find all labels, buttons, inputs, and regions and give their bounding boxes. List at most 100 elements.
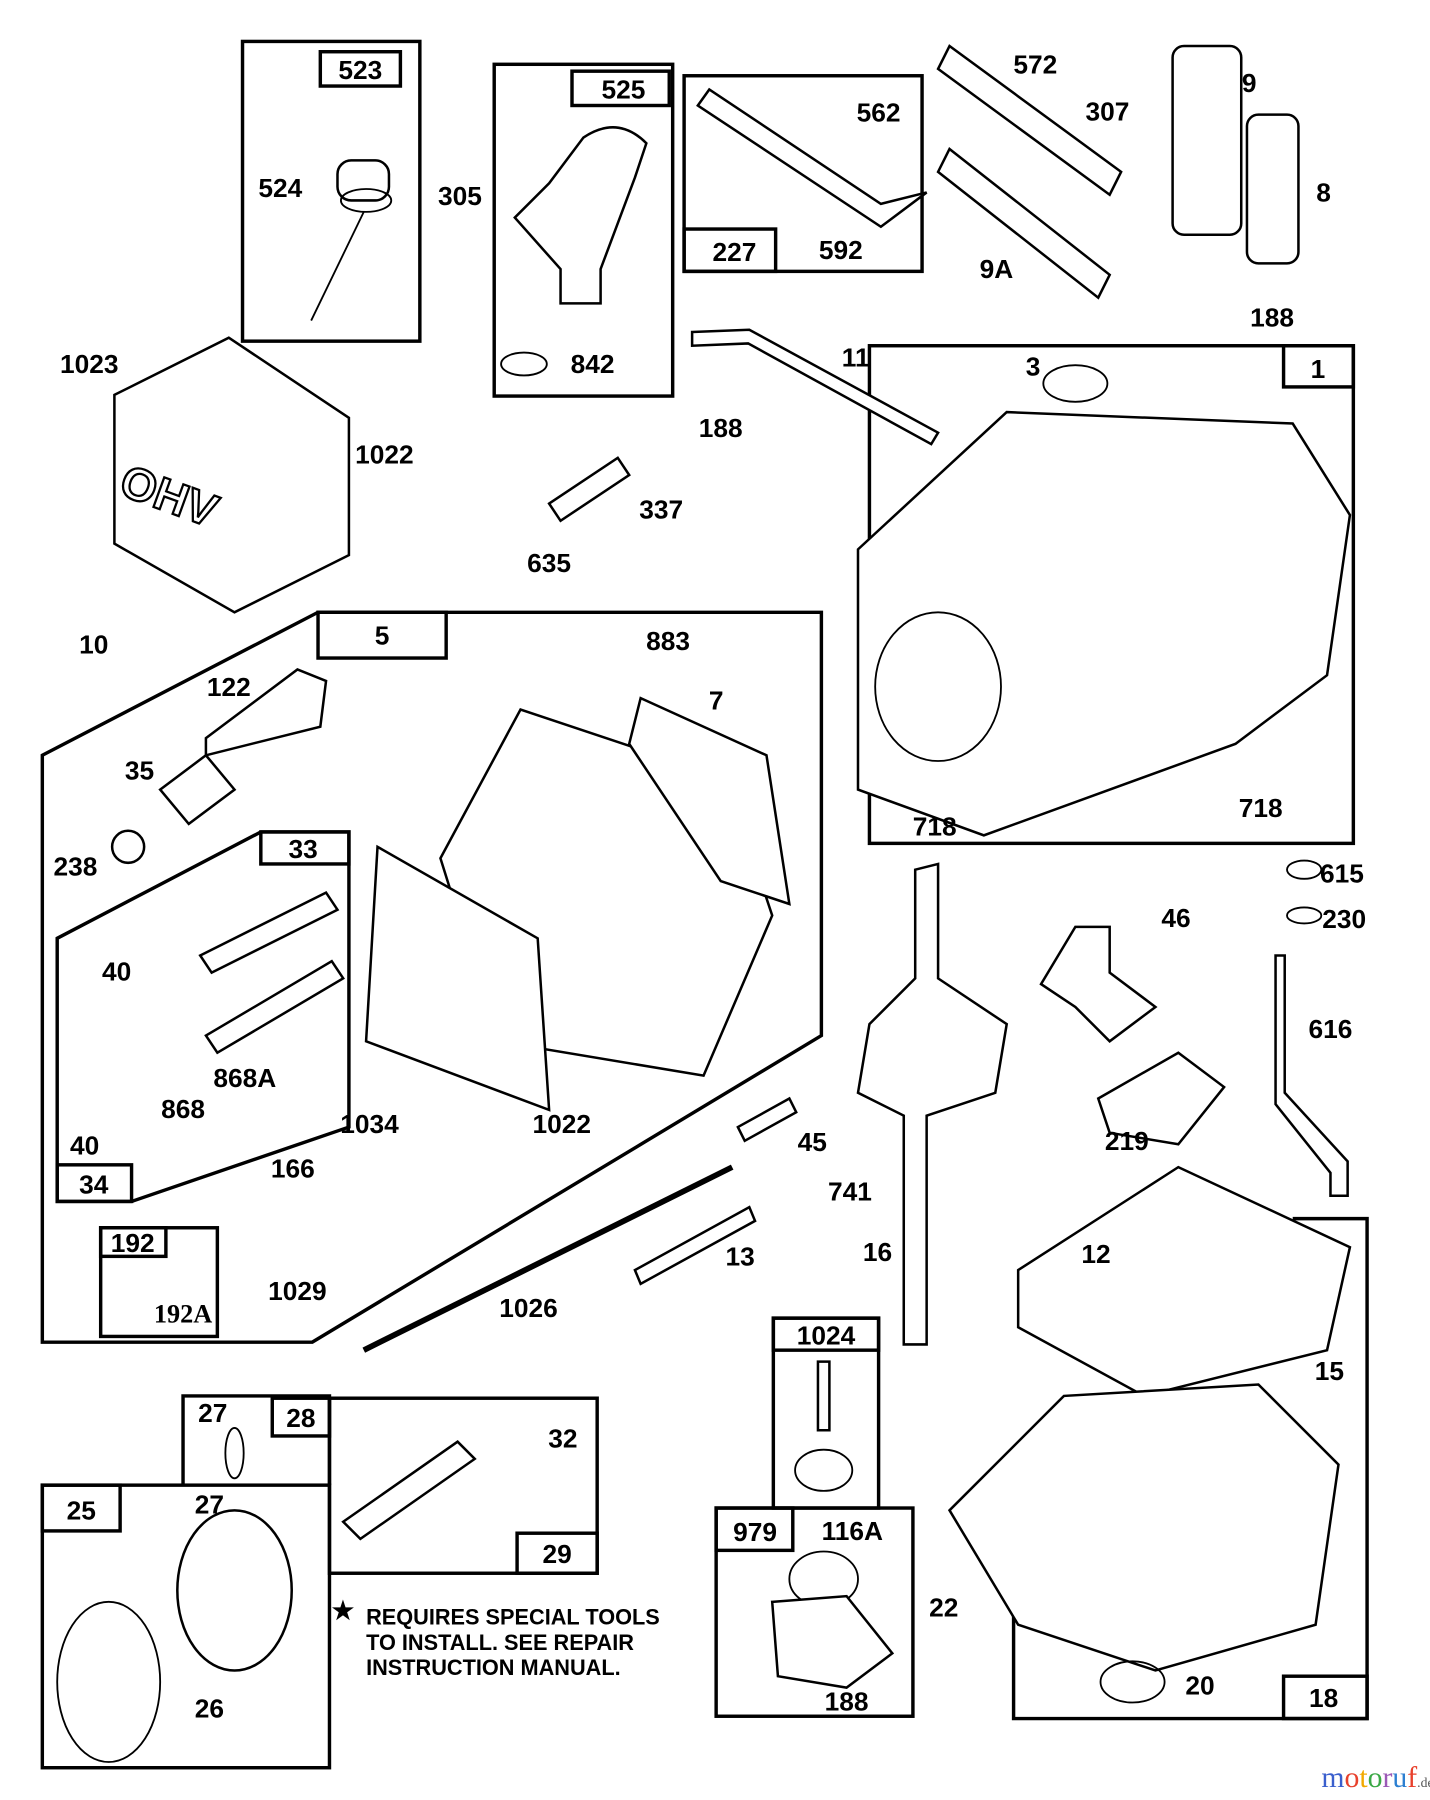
gear-1024 [794,1448,854,1492]
part-number-label: 523 [338,55,382,85]
part-number-label: 307 [1085,96,1129,126]
part-number-label: 22 [929,1593,958,1623]
head-gasket-7 [627,696,791,906]
callout-box-1 [1281,344,1356,389]
cover-979 [770,1594,895,1689]
part-number-label: 1029 [268,1276,327,1306]
part-number-label: 46 [1161,903,1190,933]
part-number-label: 40 [70,1131,99,1161]
callout-box-25 [40,1483,122,1533]
pushrod-1026 [362,1164,734,1353]
cap-238 [110,829,146,865]
engine-block-1 [856,410,1352,837]
part-number-label: 192 [111,1228,155,1258]
frame-227 [682,74,924,274]
valve-spring-35 [158,753,237,826]
part-number-label: 524 [258,173,302,203]
group-parts: OHV [56,44,1352,1763]
callout-box-29 [515,1531,599,1575]
gasket-572 [936,44,1123,197]
dipstick-part [310,159,393,321]
part-number-label: 29 [542,1539,571,1569]
part-number-label: 3 [1026,351,1041,381]
connecting-rod-29 [341,1440,477,1541]
part-number-label: 27 [198,1398,227,1428]
piston-25 [176,1509,293,1672]
note-line-2: TO INSTALL. SEE REPAIR [366,1630,634,1655]
part-number-label: 10 [79,629,108,659]
part-number-label: 15 [1315,1356,1344,1386]
part-number-label: 13 [726,1242,755,1272]
frame-525 [492,62,675,398]
part-number-label: 40 [102,957,131,987]
part-number-label: 34 [79,1169,109,1199]
part-number-label: 718 [1239,793,1283,823]
group-frames [40,39,1369,1770]
callout-box-192 [98,1226,168,1259]
frame-979 [714,1506,915,1718]
callout-box-18 [1281,1674,1369,1721]
part-number-label: 122 [207,672,251,702]
part-number-label: 1034 [340,1109,399,1139]
gasket-1022 [364,844,551,1112]
part-number-label: 5 [375,620,390,650]
part-number-label: 1023 [60,349,119,379]
camshaft-46 [1039,925,1158,1043]
part-number-label: 20 [1185,1671,1214,1701]
part-number-label: 45 [798,1127,827,1157]
special-tools-note: ★ REQUIRES SPECIAL TOOLS TO INSTALL. SEE… [332,1597,660,1680]
part-number-label: 337 [639,494,683,524]
washer-615 [1286,859,1323,880]
part-number-label: 188 [825,1687,869,1717]
callout-box-34 [55,1163,134,1204]
oil-fill-tube-part [513,126,648,305]
part-number-label: 1026 [499,1293,558,1323]
callout-box-1024 [771,1316,881,1352]
callout-box-523 [318,50,403,88]
part-number-label: 9A [980,254,1014,284]
valve-cover-1023 [113,336,351,614]
o-ring-842 [500,351,548,377]
part-number-label: 635 [527,548,571,578]
part-number-label: 616 [1309,1014,1353,1044]
note-line-1: REQUIRES SPECIAL TOOLS [366,1605,660,1630]
part-number-label: 1022 [532,1109,591,1139]
part-number-label: 192A [154,1300,212,1329]
part-number-label: 741 [828,1176,872,1206]
gasket-9A [936,147,1112,300]
plate-122 [204,668,328,757]
part-number-label: 16 [863,1237,892,1267]
part-number-label: 238 [54,851,98,881]
part-number-label: 525 [602,75,646,105]
star-icon: ★ [332,1597,355,1625]
part-number-label: 868A [213,1063,276,1093]
part-number-label: 33 [289,834,318,864]
seal-3 [1042,364,1109,403]
callout-box-227 [682,227,778,274]
part-number-label: 188 [699,413,743,443]
part-number-label: 572 [1013,49,1057,79]
part-number-label: 18 [1309,1683,1338,1713]
part-number-label: 1024 [797,1320,856,1350]
part-number-label: 27 [195,1490,224,1520]
part-number-label: 868 [161,1094,205,1124]
valve-exhaust [204,959,345,1055]
sump-18 [947,1383,1340,1672]
lever-616 [1274,954,1349,1197]
tube-11 [690,328,940,446]
gasket-9 [1171,44,1243,237]
bracket-part [696,87,928,229]
part-number-label: 26 [195,1693,224,1723]
part-number-label: 25 [67,1495,96,1525]
part-number-label: 12 [1081,1239,1110,1269]
logo-text: motoruf.de [1321,1761,1430,1794]
gasket-12 [1016,1165,1352,1398]
part-number-label: 219 [1105,1126,1149,1156]
part-number-label: 718 [913,811,957,841]
part-number-label: 11 [842,342,870,372]
callout-box-979 [714,1506,795,1553]
part-number-label: 9 [1242,68,1257,98]
part-number-label: 227 [713,237,757,267]
